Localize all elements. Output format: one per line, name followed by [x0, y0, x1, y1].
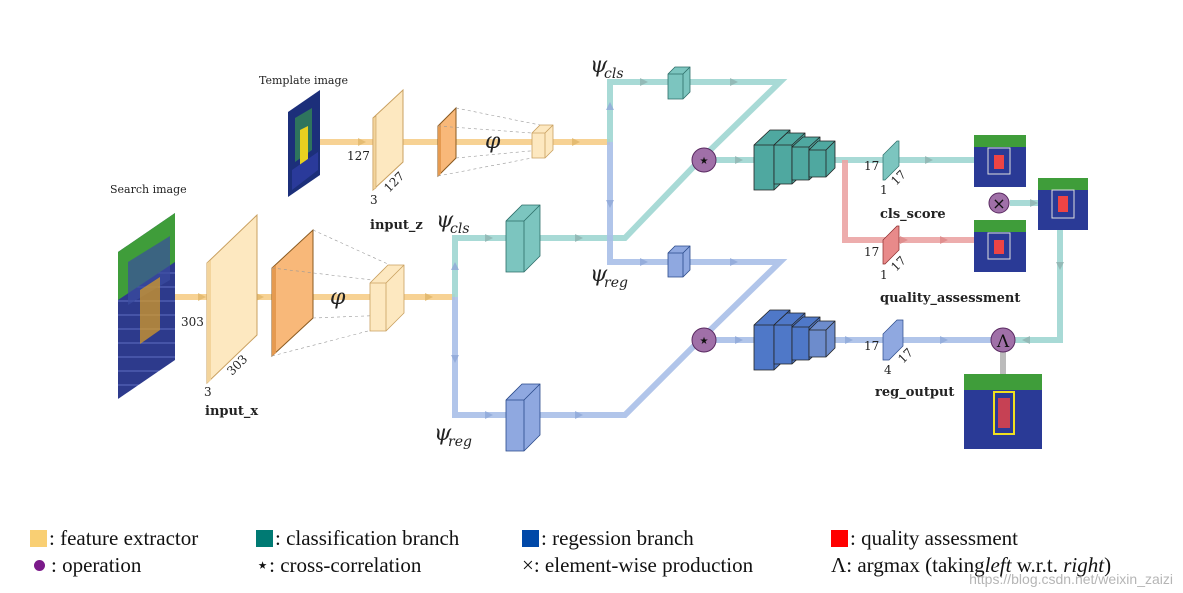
- svg-text:ψ: ψ: [434, 421, 452, 446]
- legend-regression-branch: : regession branch: [522, 526, 694, 551]
- legend-feature-extractor: : feature extractor: [30, 526, 198, 551]
- quality-swatch-icon: [831, 530, 848, 547]
- reg-output-channels: 4: [884, 363, 892, 377]
- regression-swatch-icon: [522, 530, 539, 547]
- psi-reg-mid-label: ψ reg: [590, 262, 628, 291]
- input-x-label: input_x: [205, 404, 258, 419]
- cls-score-label: cls_score: [880, 207, 946, 222]
- psi-cls-mid-label: ψ cls: [436, 208, 470, 237]
- cls-cross-correlation-op: ⋆: [691, 147, 717, 173]
- combined-score-image: [1038, 178, 1088, 230]
- classification-swatch-icon: [256, 530, 273, 547]
- psi-reg-x-cube: [505, 383, 541, 452]
- argmax-op: Λ: [990, 327, 1016, 353]
- svg-text:Λ: Λ: [996, 332, 1010, 352]
- legend-element-wise-production: × : element-wise production: [522, 553, 754, 577]
- phi-z-symbol: φ: [485, 129, 501, 154]
- svg-text:ψ: ψ: [436, 208, 454, 233]
- svg-text:ψ: ψ: [590, 53, 608, 78]
- element-wise-product-op: ×: [988, 192, 1010, 214]
- input-x-height: 303: [181, 315, 204, 329]
- input-z-tensor: [372, 88, 404, 192]
- feature-swatch-icon: [30, 530, 47, 547]
- svg-text:reg: reg: [448, 434, 472, 450]
- qa-height: 17: [864, 245, 879, 259]
- input-z-height: 127: [347, 149, 370, 163]
- cls-score-tensor: [882, 140, 900, 181]
- reg-head-conv-stack: [753, 309, 836, 371]
- quality-assessment-label: quality_assessment: [880, 291, 1020, 306]
- psi-reg-z-cube: [667, 245, 691, 278]
- cls-score-heatmap-image: [974, 135, 1026, 187]
- star-icon: ⋆: [256, 553, 270, 577]
- quality-heatmap-image: [974, 220, 1026, 272]
- reg-output-label: reg_output: [875, 385, 954, 400]
- legend-cross-correlation: ⋆ : cross-correlation: [256, 553, 422, 577]
- legend-operation: : operation: [26, 553, 141, 578]
- qa-channels: 1: [880, 268, 888, 282]
- cls-score-height: 17: [864, 159, 879, 173]
- template-image: [288, 90, 320, 197]
- psi-cls-top-label: ψ cls: [590, 53, 624, 82]
- phi-z-feature-extractor: [437, 106, 554, 178]
- psi-cls-x-cube: [505, 204, 541, 273]
- argmax-icon: Λ: [831, 553, 847, 577]
- search-image-label: Search image: [110, 183, 187, 196]
- flow-arrow-marks: [198, 78, 1064, 419]
- regression-flow-lines: [452, 142, 1005, 418]
- psi-cls-z-cube: [667, 66, 691, 100]
- phi-x-feature-extractor: [271, 228, 405, 358]
- legend-classification-branch: : classification branch: [256, 526, 459, 551]
- input-z-label: input_z: [370, 218, 423, 233]
- reg-output-tensor: [882, 319, 904, 361]
- svg-text:⋆: ⋆: [698, 148, 711, 172]
- legend-quality-assessment: : quality assessment: [831, 526, 1018, 551]
- reg-cross-correlation-op: ⋆: [691, 327, 717, 353]
- quality-assessment-tensor: [882, 225, 900, 265]
- svg-text:⋆: ⋆: [698, 328, 711, 352]
- cls-head-conv-stack: [753, 129, 836, 191]
- svg-text:cls: cls: [450, 221, 470, 237]
- cls-score-channels: 1: [880, 183, 888, 197]
- svg-text:cls: cls: [604, 66, 624, 82]
- watermark: https://blog.csdn.net/weixin_zaizi: [969, 571, 1173, 587]
- operation-dot-icon: [34, 560, 45, 571]
- legend: : feature extractor : classification bra…: [0, 522, 1183, 582]
- phi-x-symbol: φ: [330, 285, 346, 310]
- input-x-channels: 3: [204, 385, 212, 399]
- quality-flow-lines: [842, 160, 975, 243]
- final-tracking-result-image: [964, 374, 1042, 449]
- svg-text:×: ×: [992, 194, 1005, 213]
- legend-argmax: Λ : argmax (taking left w.r.t. right ): [831, 553, 1112, 577]
- search-image: [118, 213, 175, 399]
- svg-text:ψ: ψ: [590, 262, 608, 287]
- template-image-label: Template image: [259, 74, 348, 87]
- svg-text:reg: reg: [604, 275, 628, 291]
- input-z-channels: 3: [370, 193, 378, 207]
- input-x-tensor: [206, 213, 258, 385]
- reg-output-height: 17: [864, 339, 879, 353]
- psi-reg-bottom-label: ψ reg: [434, 421, 472, 450]
- times-icon: ×: [522, 553, 534, 577]
